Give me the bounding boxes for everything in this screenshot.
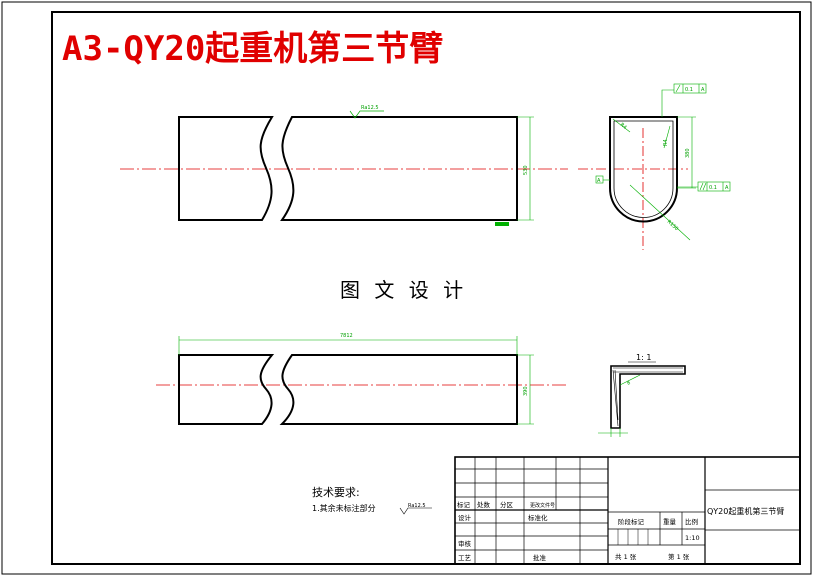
tb-drawing-name: QY20起重机第三节臂 [707, 506, 784, 516]
tb-stage-mark: 阶段标记 [618, 517, 645, 526]
section-inner [613, 120, 674, 218]
title-block-text: 标记 处数 分区 更改文件号 设计 标准化 审核 工艺 批准 阶段标记 重量 比… [457, 500, 784, 562]
section-outline [609, 116, 678, 223]
notes-heading: 技术要求: [312, 486, 360, 499]
tolerance-frame-top [673, 83, 707, 94]
weld-mark [495, 222, 509, 226]
tb-zone: 分区 [500, 500, 514, 509]
angle-profile [610, 365, 686, 429]
datum-box [595, 175, 604, 184]
tb-scale: 比例 [685, 517, 698, 526]
section-height-label: 380 [685, 148, 691, 158]
section-r2-label: R4 [663, 139, 669, 146]
section-r1-label: R4 [619, 122, 628, 131]
front-roughness-label: Ra12.5 [361, 105, 379, 111]
tb-standardize: 标准化 [528, 513, 548, 522]
section-view: R4 R150 R4 380 0.1 A 0.1 A A [578, 83, 731, 250]
tb-sheets-total: 共 1 张 [615, 552, 637, 561]
technical-notes: 技术要求: 1.其余未标注部分 Ra12.5 [312, 486, 432, 515]
angle-scale-label: 1: 1 [636, 353, 651, 362]
perpendicularity-icon [675, 84, 681, 93]
parallelism-icon [699, 182, 707, 191]
front-height-label: 530 [523, 165, 529, 175]
top-right-segment [279, 354, 518, 425]
inner-border [51, 11, 801, 565]
angle-detail: 1: 1 8 [598, 353, 686, 437]
tb-scale-value: 1:10 [685, 534, 700, 542]
roughness-icon [349, 110, 384, 119]
notes-item1: 1.其余未标注部分 [312, 503, 376, 513]
front-left-segment [178, 116, 274, 221]
top-left-segment [178, 354, 275, 425]
title-block [454, 456, 801, 565]
tb-review: 审核 [458, 539, 472, 548]
notes-roughness-icon [399, 507, 432, 515]
datum-label: A [597, 178, 601, 184]
tol-top-value: 0.1 [685, 87, 693, 93]
top-height-label: 390 [523, 386, 529, 396]
drawing-title: A3-QY20起重机第三节臂 [62, 29, 443, 69]
length-dim-label: 7812 [340, 333, 353, 339]
watermark-text: 图 文 设 计 [340, 278, 467, 302]
front-view: 530 Ra12.5 [120, 105, 568, 226]
tol-top-datum: A [701, 87, 705, 93]
tb-change-doc: 更改文件号 [530, 502, 555, 509]
tb-mark: 标记 [457, 500, 471, 509]
top-view: 7812 390 [156, 333, 568, 425]
section-r150-label: R150 [666, 219, 680, 232]
front-right-segment [280, 116, 518, 221]
notes-roughness-label: Ra12.5 [408, 503, 426, 509]
angle-leg-label: 8 [626, 380, 632, 387]
tol-parallel-datum: A [725, 185, 729, 191]
tb-process: 工艺 [458, 554, 472, 562]
tb-weight: 重量 [663, 518, 677, 526]
tb-approve: 批准 [533, 553, 547, 562]
tb-design: 设计 [458, 513, 472, 522]
tol-parallel-value: 0.1 [709, 185, 717, 191]
tb-count: 处数 [477, 500, 491, 509]
tb-sheet-no: 第 1 张 [668, 552, 690, 561]
tolerance-frame-parallel [697, 181, 731, 192]
